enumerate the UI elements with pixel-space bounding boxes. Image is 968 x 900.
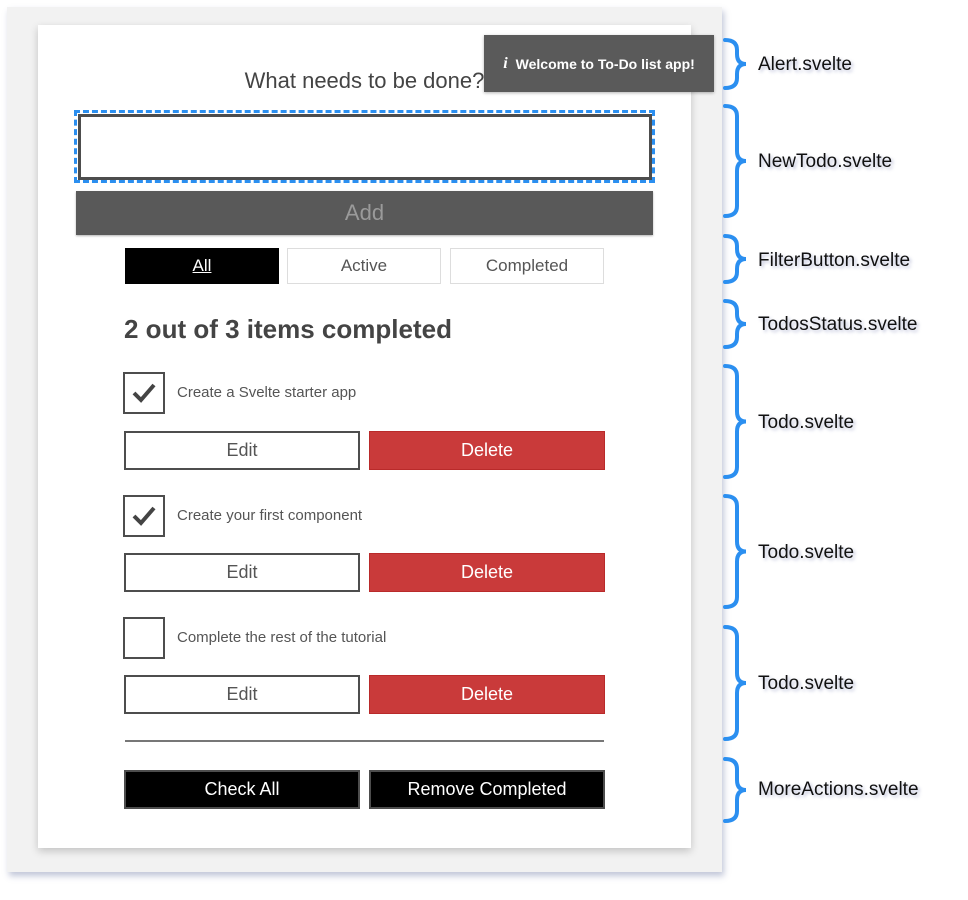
annotation-label: MoreActions.svelte [758,779,919,800]
annotation-label: Todo.svelte [758,673,855,694]
annotation-label: Todo.svelte [758,542,855,563]
annotation-label: NewTodo.svelte [758,151,893,172]
remove-completed-button[interactable]: Remove Completed [369,770,605,809]
focus-outline [74,110,655,183]
brace-icon [723,494,747,609]
edit-button[interactable]: Edit [124,431,360,470]
todo-checkbox[interactable] [123,495,165,537]
annotation-label: FilterButton.svelte [758,250,911,271]
todo-label[interactable]: Create your first component [177,507,363,524]
checkmark-icon [132,506,156,526]
brace-icon [723,757,747,823]
alert-text: Welcome to To-Do list app! [515,55,695,72]
annotation-label: Todo.svelte [758,412,855,433]
new-todo-heading: What needs to be done? [244,68,485,93]
filter-completed-button[interactable]: Completed [450,248,604,284]
new-todo-input[interactable] [78,114,652,180]
edit-button[interactable]: Edit [124,553,360,592]
annotation-label: TodosStatus.svelte [758,314,918,335]
todo-checkbox[interactable] [123,372,165,414]
divider [125,740,604,742]
brace-icon [723,299,747,349]
todo-checkbox[interactable] [123,617,165,659]
filter-all-button[interactable]: All [125,248,279,284]
add-button[interactable]: Add [76,191,653,235]
delete-button[interactable]: Delete [369,431,605,470]
todo-label[interactable]: Create a Svelte starter app [177,384,357,401]
todos-status: 2 out of 3 items completed [124,314,452,344]
brace-icon [723,104,747,218]
brace-icon [723,38,747,90]
alert-toast[interactable]: i Welcome to To-Do list app! [484,35,714,92]
info-icon: i [503,54,508,72]
brace-icon [723,364,747,479]
brace-icon [723,234,747,284]
delete-button[interactable]: Delete [369,675,605,714]
check-all-button[interactable]: Check All [124,770,360,809]
brace-icon [723,625,747,741]
todo-label[interactable]: Complete the rest of the tutorial [177,629,387,646]
edit-button[interactable]: Edit [124,675,360,714]
delete-button[interactable]: Delete [369,553,605,592]
filter-active-button[interactable]: Active [287,248,441,284]
annotation-label: Alert.svelte [758,54,852,75]
checkmark-icon [132,383,156,403]
